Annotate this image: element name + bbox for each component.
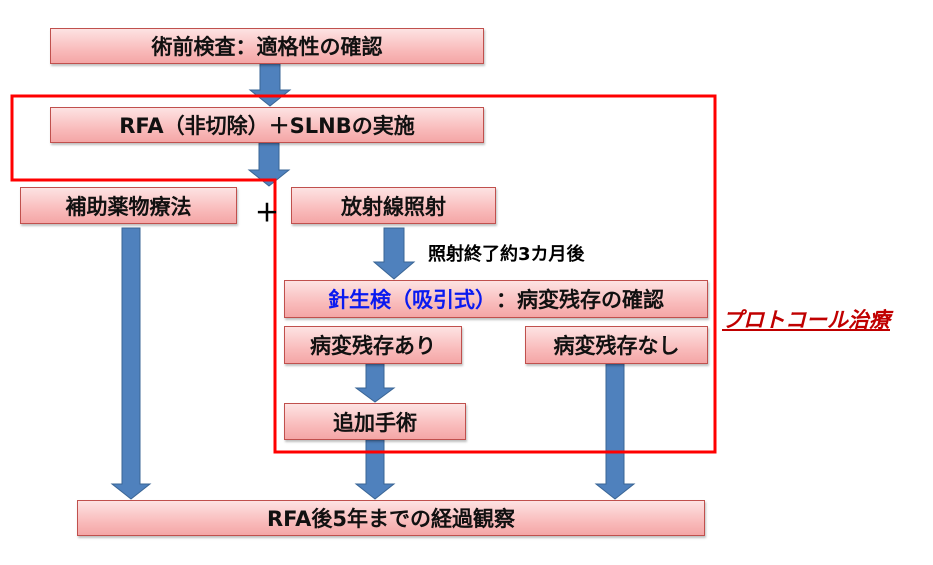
step-label: 病変残存なし xyxy=(553,334,680,358)
step-residual-yes: 病変残存あり xyxy=(284,326,462,364)
timing-note: 照射終了約3カ月後 xyxy=(428,244,585,265)
step-label: 病変残存あり xyxy=(310,334,436,358)
arrow-radiation-to-biopsy xyxy=(372,227,416,280)
arrow-surgery-to-followup xyxy=(354,439,396,500)
step-label: 補助薬物療法 xyxy=(65,194,192,219)
step-additional-surgery: 追加手術 xyxy=(284,403,466,440)
arrow-noresidual-to-followup xyxy=(594,363,636,500)
step-label: RFA後5年までの経過観察 xyxy=(267,507,515,531)
plus-sign: ＋ xyxy=(255,199,279,227)
step-preop-exam: 術前検査：適格性の確認 xyxy=(50,28,484,64)
protocol-frame xyxy=(10,94,717,454)
step-radiation: 放射線照射 xyxy=(291,187,496,224)
step-label: RFA（非切除）＋SLNBの実施 xyxy=(119,114,415,138)
step-residual-no: 病変残存なし xyxy=(525,326,708,364)
arrow-adjuvant-to-followup xyxy=(110,227,152,500)
step-followup: RFA後5年までの経過観察 xyxy=(77,500,705,536)
step-adjuvant: 補助薬物療法 xyxy=(20,187,237,224)
step-label: 追加手術 xyxy=(333,410,417,435)
step-label: 術前検査：適格性の確認 xyxy=(151,35,383,59)
arrow-rfa-to-treatment xyxy=(247,142,291,187)
arrow-preop-to-rfa xyxy=(248,63,292,107)
step-label: 放射線照射 xyxy=(341,194,446,219)
step-rfa: RFA（非切除）＋SLNBの実施 xyxy=(50,107,484,143)
step-biopsy: 針生検（吸引式）：病変残存の確認 xyxy=(284,280,708,318)
protocol-treatment-label: プロトコール治療 xyxy=(722,308,890,332)
arrow-residual-to-surgery xyxy=(354,363,396,403)
biopsy-method: 針生検（吸引式） xyxy=(328,288,496,312)
step-label: ：病変残存の確認 xyxy=(496,288,664,312)
